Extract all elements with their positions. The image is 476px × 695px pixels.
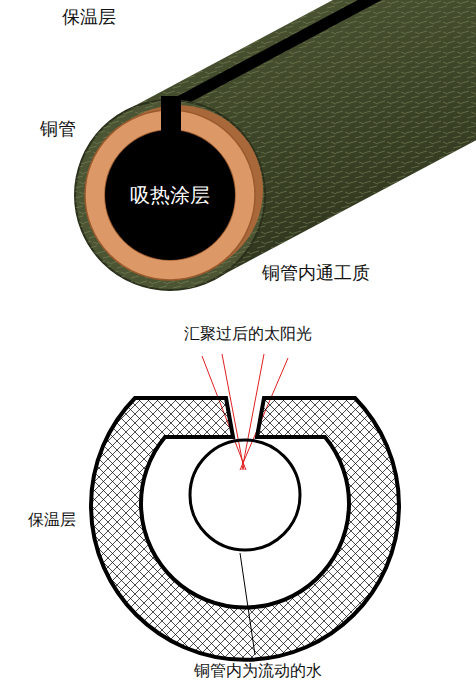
tube-illustration [75, 0, 476, 290]
part-label: 铜管内通工质 [262, 262, 370, 284]
part-label: 铜管内为流动的水 [194, 661, 322, 680]
part-label: 汇聚过后的太阳光 [184, 324, 312, 343]
coating-node: 吸热涂层 [105, 130, 235, 260]
coating-disc [105, 130, 235, 260]
groove-slot [163, 0, 476, 104]
section-diagram [91, 354, 399, 660]
copper-pipe-section [190, 440, 300, 550]
part-label: 保温层 [62, 6, 116, 28]
part-label: 保温层 [28, 510, 76, 529]
insulation-section [91, 398, 399, 660]
leader-line [240, 553, 255, 655]
node-text: 吸热涂层 [130, 182, 210, 209]
copper-ring [85, 110, 255, 280]
part-label: 铜管 [40, 118, 76, 140]
